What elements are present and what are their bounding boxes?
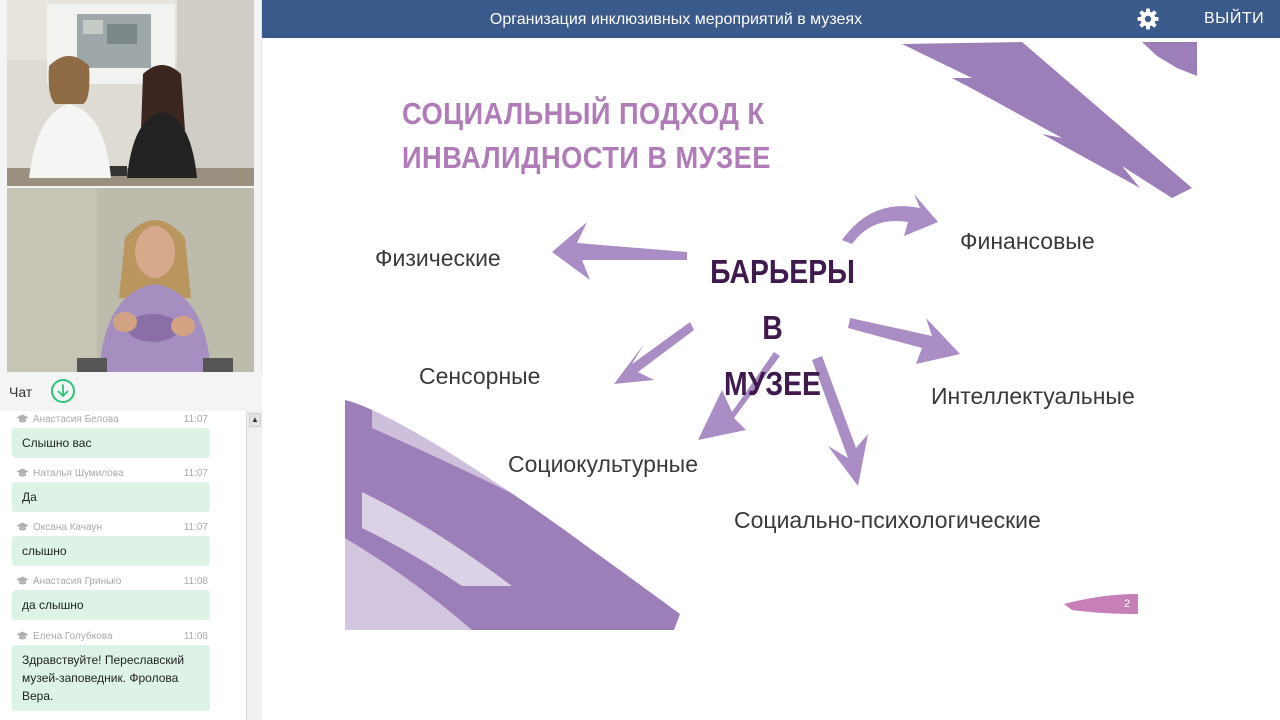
presentation-slide: СОЦИАЛЬНЫЙ ПОДХОД К ИНВАЛИДНОСТИ В МУЗЕЕ… (262, 38, 1280, 720)
message-time: 11:07 (183, 414, 208, 425)
chat-header: Чат (0, 373, 262, 411)
graduation-cap-icon (16, 576, 29, 589)
exit-button[interactable]: ВЫЙТИ (1204, 10, 1265, 27)
message-time: 11:07 (183, 522, 208, 533)
settings-button[interactable] (1136, 7, 1160, 31)
slide-page-number: 2 (1124, 598, 1131, 610)
graduation-cap-icon (16, 468, 29, 481)
message-author: Оксана Качаун (33, 522, 103, 533)
category-financial: Финансовые (960, 228, 1095, 254)
gear-icon (1137, 8, 1159, 30)
chat-message: Анастасия Гринько 11:08 да слышно (12, 575, 210, 620)
graduation-cap-icon (16, 522, 29, 535)
message-author: Наталья Шумилова (33, 468, 124, 479)
category-sensory: Сенсорные (419, 363, 541, 389)
message-text: Слышно вас (12, 428, 210, 458)
chat-message: Елена Голубкова 11:08 Здравствуйте! Пере… (12, 630, 210, 711)
message-text: Да (12, 482, 210, 512)
chat-scrollbar[interactable]: ▲ (246, 411, 262, 720)
chat-message: Оксана Качаун 11:07 слышно (12, 521, 210, 566)
message-time: 11:08 (183, 576, 208, 587)
category-socio-psychological: Социально-психологические (734, 507, 1041, 533)
header-bar: Организация инклюзивных мероприятий в му… (262, 0, 1280, 38)
slide-center-label: БАРЬЕРЫ В МУЗЕЕ (710, 253, 855, 402)
message-text: да слышно (12, 590, 210, 620)
webinar-title: Организация инклюзивных мероприятий в му… (489, 11, 863, 28)
message-author: Анастасия Гринько (33, 576, 122, 587)
message-text: Здравствуйте! Переславский музей-заповед… (12, 645, 210, 711)
category-physical: Физические (375, 245, 501, 271)
video-feed-1 (7, 0, 254, 186)
chat-title: Чат (9, 384, 33, 400)
video-feed-2 (7, 188, 254, 372)
graduation-cap-icon (16, 631, 29, 644)
category-sociocultural: Социокультурные (508, 451, 698, 477)
message-time: 11:07 (183, 468, 208, 479)
message-time: 11:08 (183, 631, 208, 642)
video-frame-presenter (7, 188, 254, 372)
category-intellectual: Интеллектуальные (931, 383, 1135, 409)
arrow-down-icon (57, 384, 69, 398)
chat-message-list[interactable]: Анастасия Белова 11:07 Слышно вас Наталь… (0, 411, 246, 720)
graduation-cap-icon (16, 414, 29, 427)
brush-decoration (345, 42, 1197, 630)
slide-title: СОЦИАЛЬНЫЙ ПОДХОД К ИНВАЛИДНОСТИ В МУЗЕЕ (402, 96, 771, 175)
message-author: Елена Голубкова (33, 631, 113, 642)
video-frame-two-presenters (7, 0, 254, 186)
message-text: слышно (12, 536, 210, 566)
scroll-up-arrow[interactable]: ▲ (249, 413, 261, 427)
scroll-to-bottom-button[interactable] (51, 379, 75, 403)
left-panel: Чат Анастасия Белова 11:07 Слышно вас (0, 0, 262, 720)
message-author: Анастасия Белова (33, 414, 119, 425)
chat-message: Наталья Шумилова 11:07 Да (12, 467, 210, 512)
chat-message: Анастасия Белова 11:07 Слышно вас (12, 413, 210, 458)
